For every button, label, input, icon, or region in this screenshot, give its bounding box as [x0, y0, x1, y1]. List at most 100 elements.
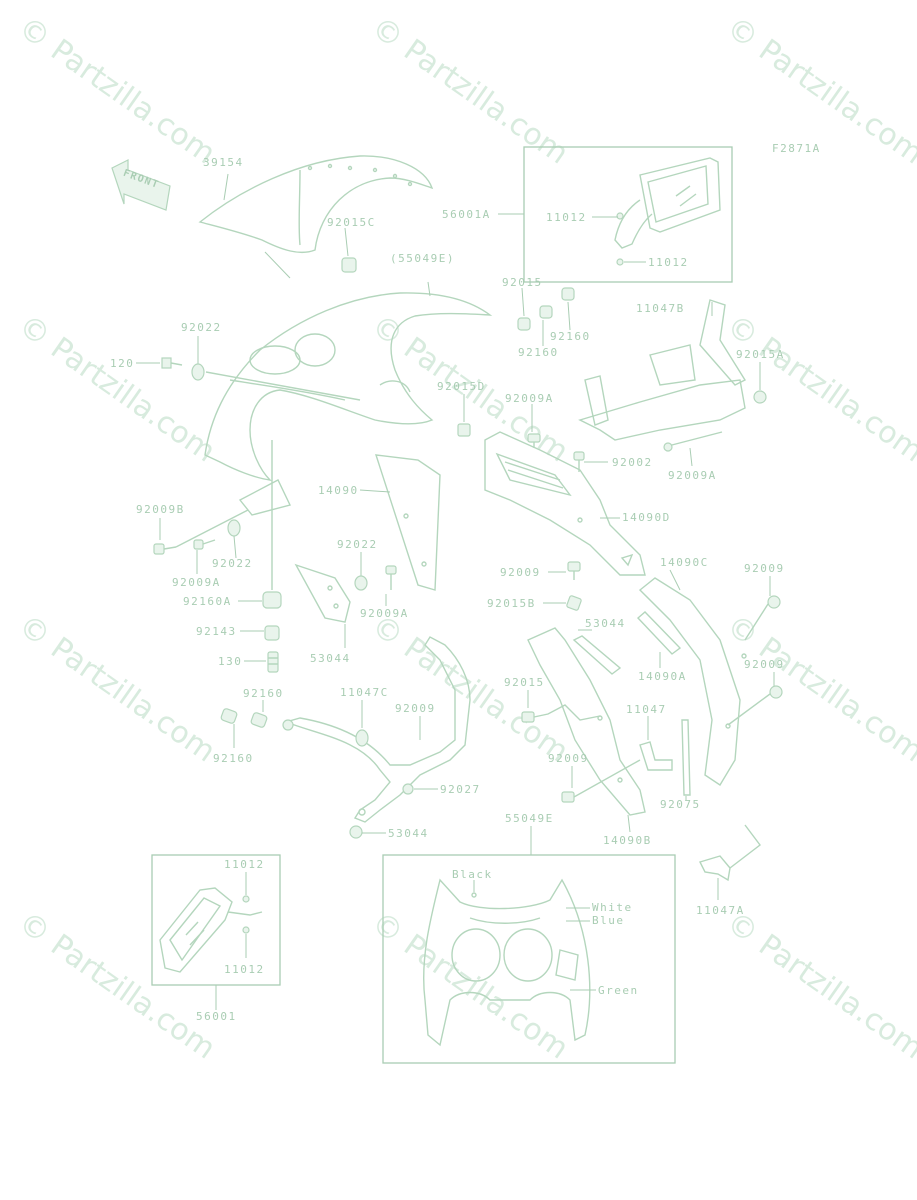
part-label: 14090C — [660, 556, 709, 569]
grommet-92015c — [341, 227, 357, 273]
bolt-92002 — [663, 431, 723, 467]
bolt-92009 — [769, 685, 783, 699]
inner-panel-14090c — [638, 569, 747, 786]
part-label: 11012 — [224, 858, 265, 871]
grommet-92160 — [539, 305, 553, 319]
upper-fairing-part — [204, 281, 493, 481]
part-label: 92009A — [172, 576, 221, 589]
part-label: 92015 — [502, 276, 543, 289]
bolt-120 — [161, 357, 183, 369]
part-label: 92009A — [668, 469, 717, 482]
part-label: 14090B — [603, 834, 652, 847]
cover-14090a — [294, 563, 351, 648]
part-label: (55049E) — [390, 252, 455, 265]
fairing-color-box — [382, 854, 676, 1064]
color-label: Green — [598, 984, 639, 997]
upper-fairing-front-view — [422, 878, 591, 1047]
washer-92022 — [354, 575, 368, 591]
part-label: 92009 — [500, 566, 541, 579]
part-label: 92015B — [487, 597, 536, 610]
bolt-92009a — [385, 565, 397, 606]
bolt-92009 — [567, 561, 581, 580]
part-label: 53044 — [585, 617, 626, 630]
part-label: 56001 — [196, 1010, 237, 1023]
part-label: 120 — [110, 357, 134, 370]
damper-92160 — [220, 708, 268, 728]
part-label: 92009 — [395, 702, 436, 715]
front-arrow-icon: FRONT — [111, 159, 171, 211]
grommet-92015b — [566, 595, 582, 611]
part-label: 92015A — [736, 348, 785, 361]
bolt-92009 — [561, 759, 641, 803]
part-label: 92160 — [550, 330, 591, 343]
side-cover-14090d — [484, 431, 646, 576]
color-label: White — [592, 901, 633, 914]
washer-92022 — [191, 363, 205, 381]
part-label: 11047A — [696, 904, 745, 917]
part-label: 92015 — [504, 676, 545, 689]
bolt-92009 — [521, 704, 601, 723]
part-label: 92009B — [136, 503, 185, 516]
grommet-92015 — [355, 729, 369, 747]
grommet-92015d — [457, 423, 471, 437]
part-label: 53044 — [310, 652, 351, 665]
part-label: 92160 — [243, 687, 284, 700]
part-label: 11012 — [648, 256, 689, 269]
part-label: 92009 — [744, 562, 785, 575]
bolt-92009 — [767, 595, 781, 609]
part-label: 92160 — [213, 752, 254, 765]
bolt-92009a — [527, 404, 541, 448]
nut-92075 — [349, 825, 363, 839]
part-label: 14090D — [622, 511, 671, 524]
part-label: 92075 — [660, 798, 701, 811]
part-label: 92160A — [183, 595, 232, 608]
part-label: 11012 — [224, 963, 265, 976]
color-label: Blue — [592, 914, 625, 927]
trim-53044 — [572, 629, 622, 675]
clip-92027 — [402, 783, 414, 795]
collar-92143 — [240, 625, 280, 641]
part-label: 92022 — [181, 321, 222, 334]
part-label: 55049E — [505, 812, 554, 825]
part-label: 11047C — [340, 686, 389, 699]
part-label: 92015D — [437, 380, 486, 393]
inner-cover-14090 — [374, 454, 441, 591]
grommet-92160 — [561, 287, 575, 301]
part-label: 92027 — [440, 783, 481, 796]
stay-11047b — [578, 299, 747, 441]
bracket-11047 — [639, 716, 673, 771]
part-label: 92002 — [612, 456, 653, 469]
part-label: 11047 — [626, 703, 667, 716]
bolt-130 — [244, 651, 279, 673]
grommet-92015 — [517, 317, 531, 331]
part-label: 11012 — [546, 211, 587, 224]
windshield-part — [198, 155, 434, 279]
lower-cover-14090b — [527, 627, 646, 833]
part-label: 92009A — [505, 392, 554, 405]
trim-53044 — [681, 719, 691, 800]
part-label: 92160 — [518, 346, 559, 359]
grommet-92015a — [753, 390, 767, 404]
trim-53044 — [636, 611, 682, 668]
part-label: 14090A — [638, 670, 687, 683]
bolt-92009b — [153, 543, 177, 555]
washer-92022 — [227, 519, 241, 537]
part-label: 92009 — [744, 658, 785, 671]
part-label: 39154 — [203, 156, 244, 169]
part-label: 92022 — [212, 557, 253, 570]
part-label: 14090 — [318, 484, 359, 497]
diagram-code: F2871A — [772, 142, 821, 155]
bolt-92009a — [193, 539, 216, 550]
part-label: 92009 — [548, 752, 589, 765]
part-label: 11047B — [636, 302, 685, 315]
part-label: 130 — [218, 655, 242, 668]
part-label: 56001A — [442, 208, 491, 221]
part-label: 92143 — [196, 625, 237, 638]
mirror-56001a — [614, 157, 721, 266]
part-label: 53044 — [388, 827, 429, 840]
part-label: 92015C — [327, 216, 376, 229]
damper-92160a — [262, 591, 282, 609]
bolt-92009a — [573, 451, 608, 472]
